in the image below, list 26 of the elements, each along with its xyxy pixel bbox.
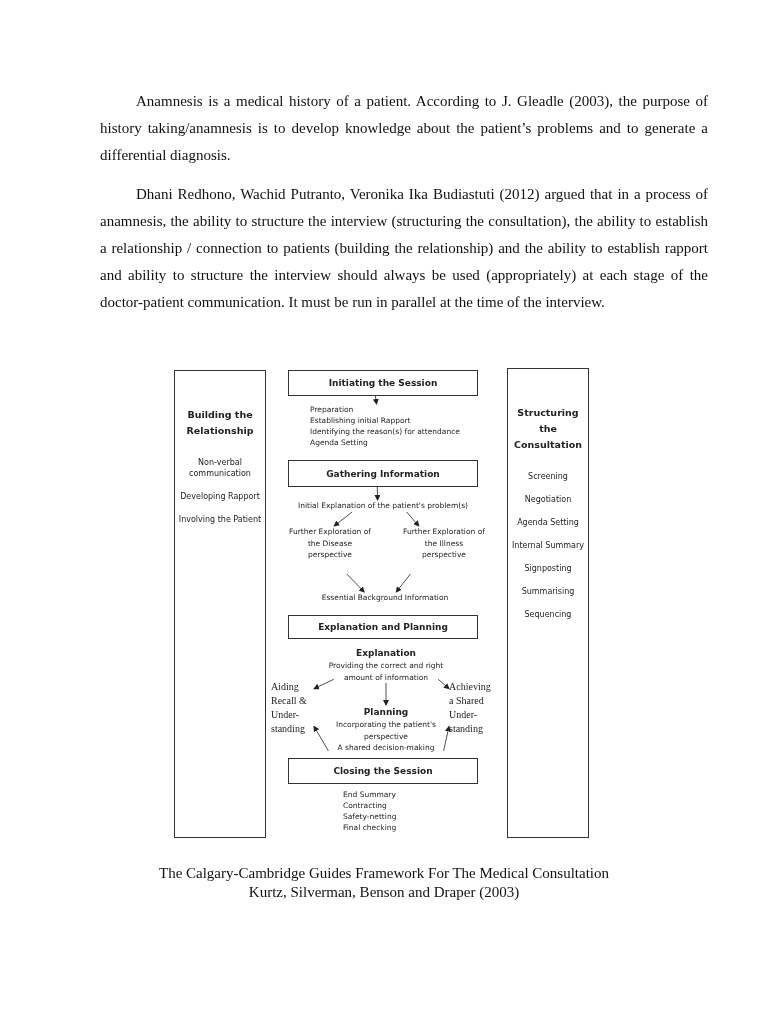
section-heading: Explanation <box>355 647 417 660</box>
stage-box: Initiating the Session <box>288 370 478 396</box>
panel-item: Internal Summary <box>511 540 584 551</box>
panel-heading: Building the Relationship <box>185 408 255 438</box>
panel-item: Negotiation <box>524 494 572 505</box>
panel-item: Agenda Setting <box>517 517 579 528</box>
stage-box: Gathering Information <box>288 460 478 487</box>
panel-item: Non-verbal communication <box>188 457 252 479</box>
panel-item: Developing Rapport <box>180 491 260 502</box>
panel-item: Summarising <box>521 586 575 597</box>
citation: Kurtz, Silverman, Benson and Draper (2003) <box>247 884 521 901</box>
step-text: Aiding Recall & Under- standing <box>271 680 314 738</box>
paragraph: Dhani Redhono, Wachid Putranto, Veronika Ika Budiastuti (2012) argued that in a process of anamnesis, the ability to structure the interview (structuring the consultation), the ability to establish a relationship / connection to patients (building the relationship) and the ability to establish rapport and ability to structure the interview should always be used (appropriately) at each stage of the doctor-patient communication. It must be run in parallel at the time of the interview. <box>100 185 708 312</box>
paragraph: Anamnesis is a medical history of a patient. According to J. Gleadle (2003), the purpose of history taking/anamnesis is to develop knowledge about the patient’s problems and to generate a differential diagnosis. <box>100 92 708 165</box>
step-text: Achieving a Shared Under- standing <box>449 680 495 738</box>
panel-heading: Structuring the Consultation <box>513 406 583 452</box>
stage-box: Closing the Session <box>288 758 478 784</box>
panel-item: Sequencing <box>524 609 572 620</box>
side-panel <box>507 368 589 838</box>
side-panel <box>174 370 266 838</box>
stage-box: Explanation and Planning <box>288 615 478 639</box>
panel-item: Screening <box>528 471 568 482</box>
panel-item: Involving the Patient <box>178 514 262 525</box>
caption: The Calgary-Cambridge Guides Framework For The Medical Consultation <box>157 865 610 882</box>
panel-item: Signposting <box>524 563 572 574</box>
section-heading: Planning <box>362 706 410 719</box>
